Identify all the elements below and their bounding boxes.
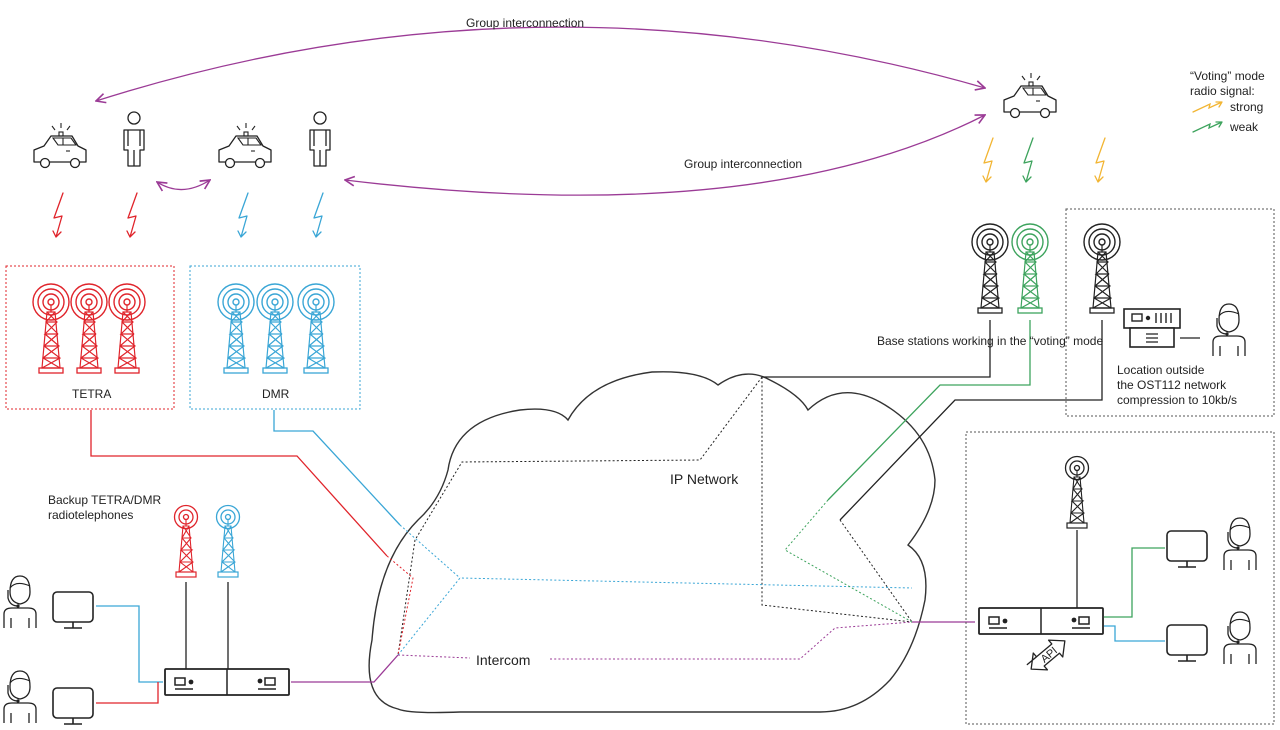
radio-tower-icon	[215, 504, 241, 578]
cloud-icon	[368, 371, 936, 714]
location-label-line1: Location outside	[1117, 363, 1205, 377]
monitor-icon	[1166, 624, 1208, 662]
operator-headset-icon	[1223, 611, 1257, 665]
gateway-device-icon	[978, 607, 1104, 635]
lightning-icon	[126, 192, 138, 238]
monitor-icon	[1166, 530, 1208, 568]
lightning-icon	[1094, 137, 1106, 183]
dmr-label: DMR	[262, 387, 290, 401]
dispatch-center-group	[965, 431, 1275, 725]
lightning-icon	[237, 192, 249, 238]
operator-headset-icon	[3, 575, 37, 629]
radio-tower-icon	[217, 283, 255, 374]
radio-tower-icon	[173, 504, 199, 578]
legend: “Voting” mode radio signal: strong weak	[1190, 69, 1265, 134]
radio-tower-icon	[1011, 223, 1049, 314]
intercom-label: Intercom	[476, 652, 530, 668]
radio-tower-icon	[1064, 455, 1090, 529]
backup-label-line2: radiotelephones	[48, 508, 133, 522]
legend-title-line2: radio signal:	[1190, 84, 1255, 98]
operator-headset-icon	[1212, 303, 1246, 357]
legend-strong-icon	[1192, 101, 1223, 113]
person-icon	[123, 111, 145, 167]
police-car-icon	[218, 122, 272, 169]
radio-tower-icon	[971, 223, 1009, 314]
location-label-line3: compression to 10kb/s	[1117, 393, 1237, 407]
lightning-icon	[1022, 137, 1034, 183]
legend-weak-icon	[1192, 121, 1223, 133]
legend-strong-label: strong	[1230, 100, 1263, 114]
dmr-group	[189, 265, 361, 410]
operator-headset-icon	[3, 670, 37, 724]
legend-title-line1: “Voting” mode	[1190, 69, 1265, 83]
location-label-line2: the OST112 network	[1117, 378, 1227, 392]
group-interconnection-top-label: Group interconnection	[466, 16, 584, 30]
tetra-group	[5, 265, 175, 410]
voting-base-label: Base stations working in the “voting” mo…	[877, 334, 1103, 348]
lightning-icon	[52, 192, 64, 238]
police-car-icon	[33, 122, 87, 169]
backup-label-line1: Backup TETRA/DMR	[48, 493, 161, 507]
remote-location-group	[1065, 208, 1275, 417]
monitor-icon	[52, 687, 94, 725]
radio-tower-icon	[1083, 223, 1121, 314]
lightning-icon	[982, 137, 994, 183]
radio-tower-icon	[32, 283, 70, 374]
gateway-device-icon	[164, 668, 290, 696]
person-icon	[309, 111, 331, 167]
lightning-icon	[312, 192, 324, 238]
radio-tower-icon	[108, 283, 146, 374]
tetra-label: TETRA	[72, 387, 111, 401]
ip-network-label: IP Network	[670, 471, 739, 487]
operator-headset-icon	[1223, 517, 1257, 571]
radio-tower-icon	[256, 283, 294, 374]
radio-tower-icon	[297, 283, 335, 374]
voting-device-icon	[1123, 308, 1181, 348]
legend-weak-label: weak	[1229, 120, 1259, 134]
police-car-icon	[1003, 72, 1057, 119]
monitor-icon	[52, 591, 94, 629]
group-interconnection-mid-label: Group interconnection	[684, 157, 802, 171]
radio-tower-icon	[70, 283, 108, 374]
api-arrow-icon: API	[1026, 639, 1066, 671]
